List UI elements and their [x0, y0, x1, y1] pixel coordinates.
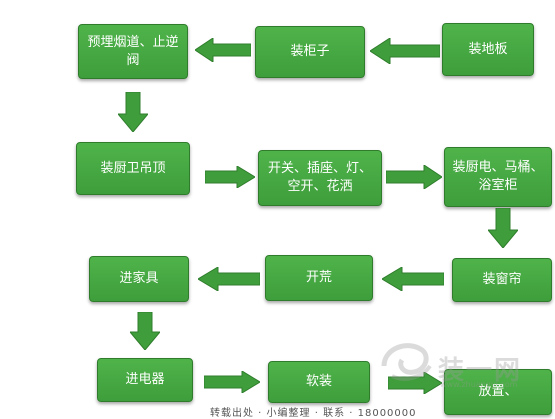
- node-flue: 预埋烟道、止逆阀: [78, 24, 188, 79]
- node-curtain: 装窗帘: [452, 258, 552, 302]
- arrow-cabinet-to-flue: [195, 38, 251, 62]
- node-place: 放置、: [444, 369, 552, 415]
- watermark-logo: 装一网 www.zhuangyi.com: [378, 330, 548, 390]
- node-cabinet: 装柜子: [255, 26, 365, 78]
- arrow-floor-to-cabinet: [370, 38, 440, 64]
- watermark-url: www.zhuangyi.com: [440, 380, 518, 389]
- node-furniture: 进家具: [89, 256, 189, 302]
- arrow-clean-to-furniture: [198, 267, 260, 291]
- arrow-curtain-to-clean: [382, 267, 444, 291]
- node-clean: 开荒: [265, 255, 373, 301]
- arrow-switches-to-appliances: [386, 165, 442, 189]
- arrow-ceiling-to-switches: [205, 166, 255, 188]
- arrow-flue-to-ceiling: [118, 92, 148, 132]
- node-soft: 软装: [268, 361, 370, 403]
- watermark-swirl-icon: [381, 343, 432, 381]
- arrow-electrical-to-soft: [204, 371, 260, 393]
- node-appliances: 装厨电、马桶、浴室柜: [444, 147, 552, 207]
- node-floor: 装地板: [442, 23, 534, 76]
- arrow-furniture-to-electrical: [130, 312, 160, 350]
- footer-caption: 转载出处 · 小编整理 · 联系 · 18000000: [210, 408, 417, 419]
- arrow-soft-to-place: [388, 372, 442, 394]
- watermark-text: 装一网: [438, 356, 523, 386]
- node-ceiling: 装厨卫吊顶: [76, 142, 190, 195]
- node-electrical: 进电器: [97, 358, 193, 402]
- arrow-appliances-to-curtain: [488, 208, 518, 248]
- node-switches: 开关、插座、灯、空开、花洒: [258, 150, 382, 206]
